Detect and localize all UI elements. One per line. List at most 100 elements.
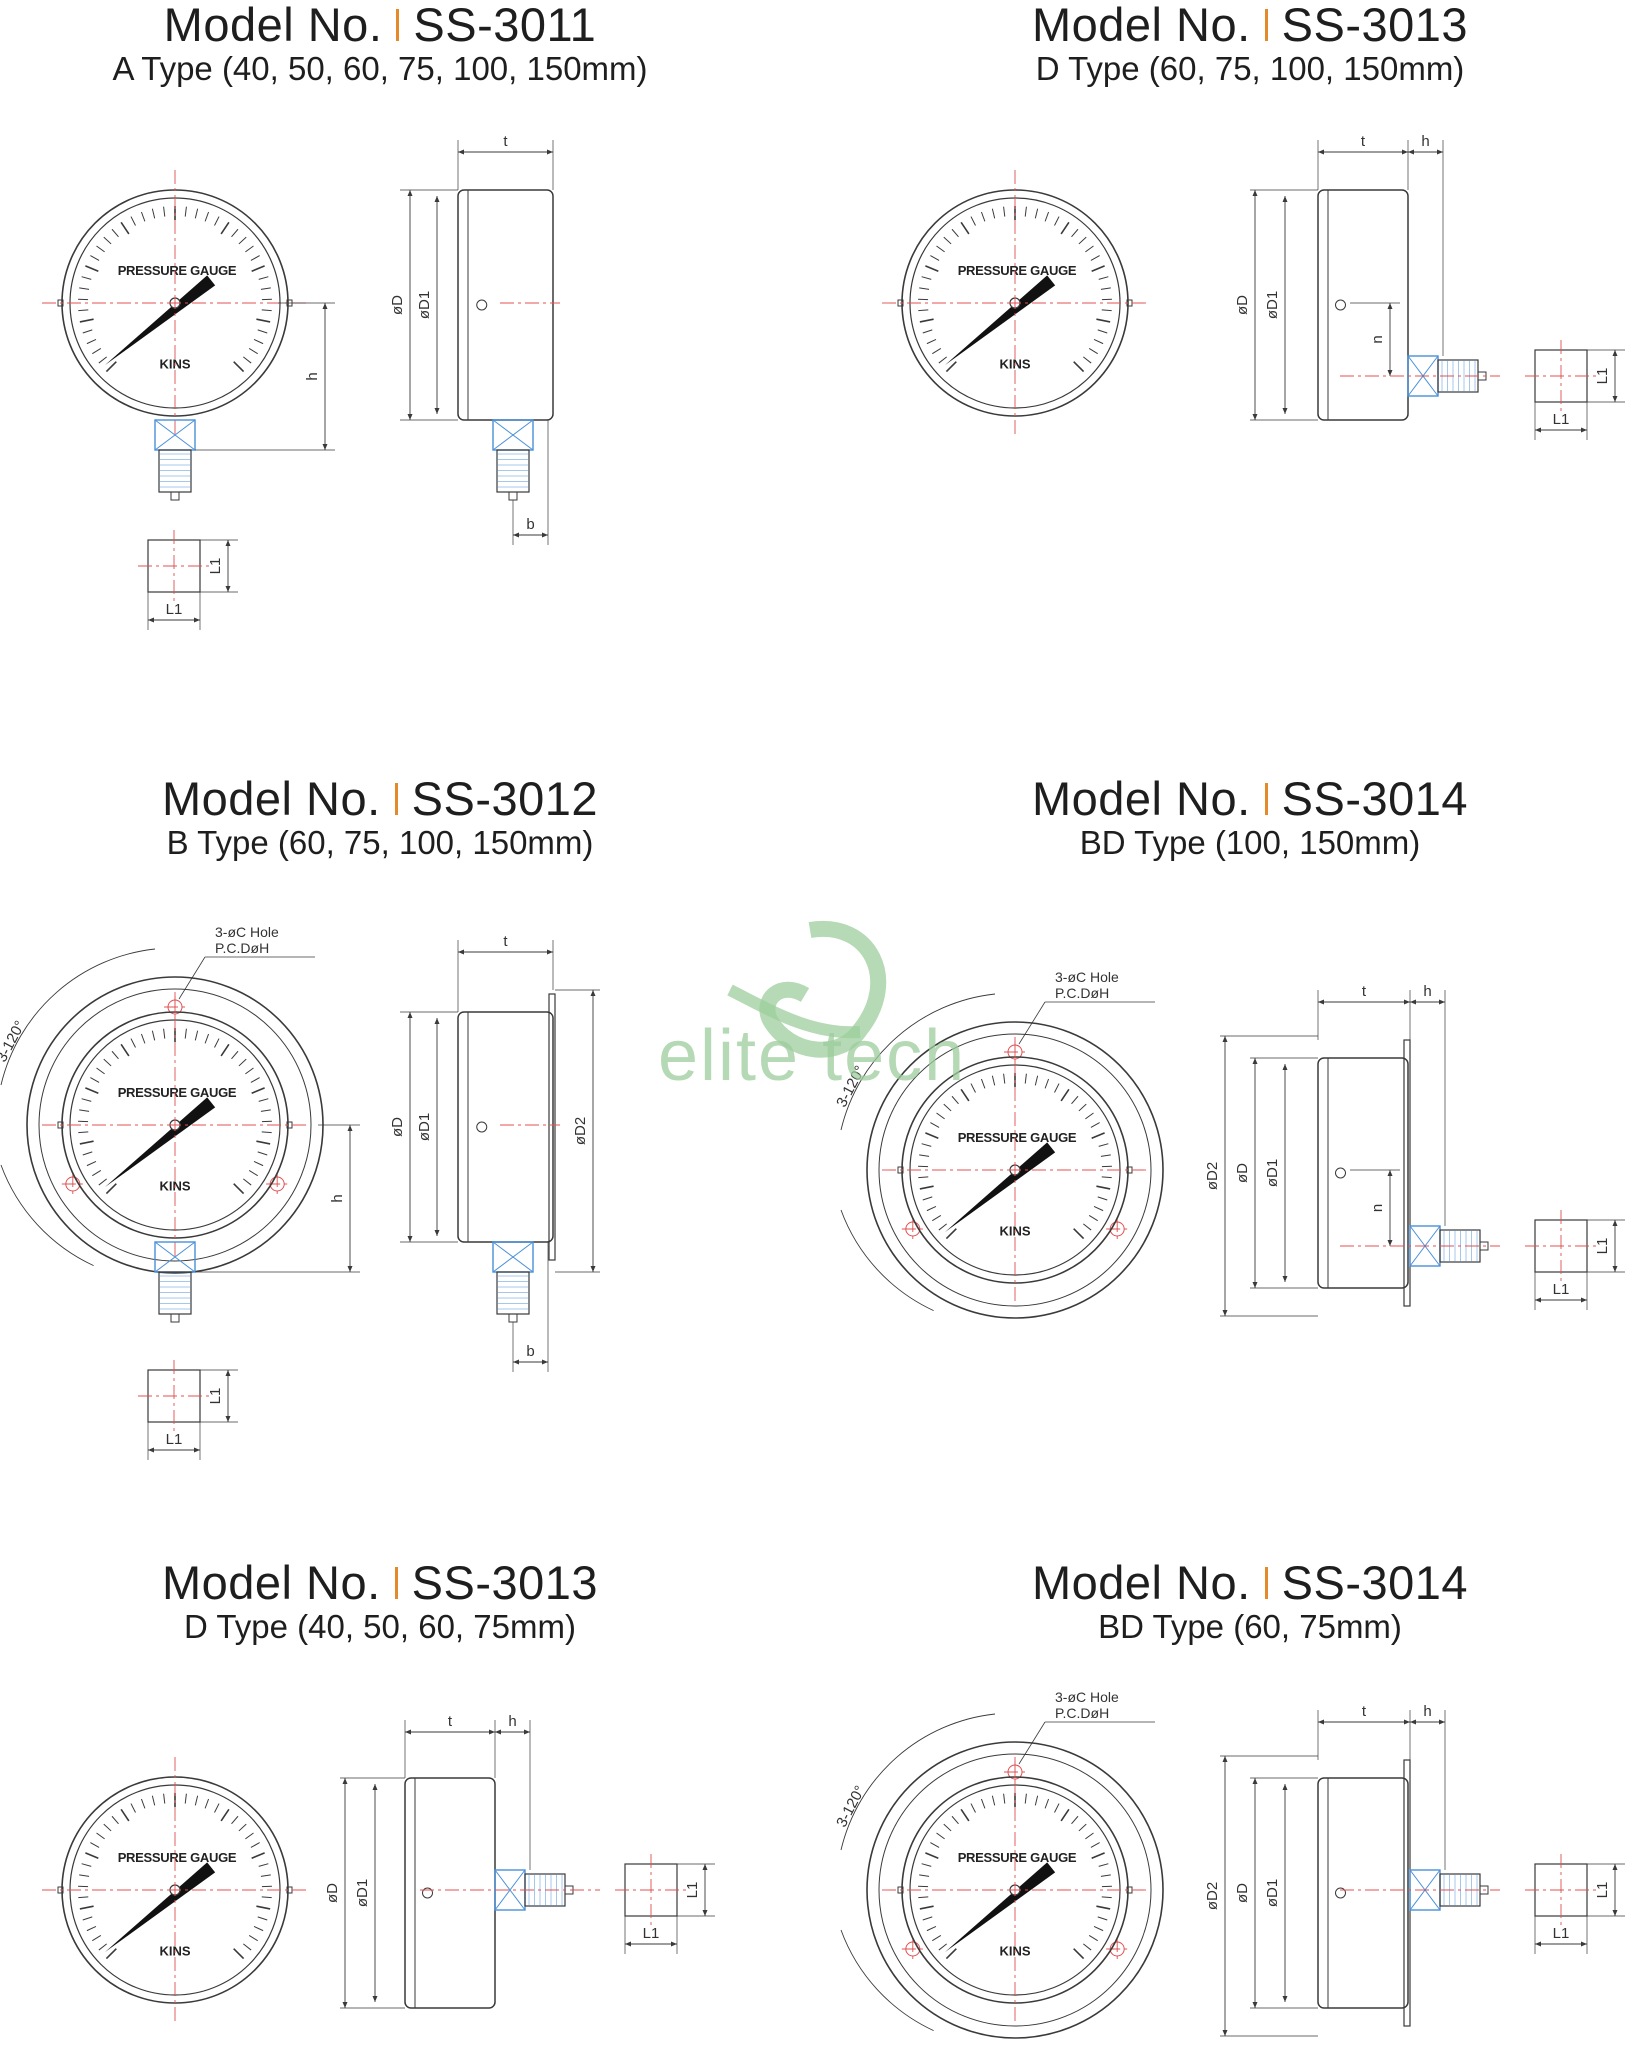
arrow-head xyxy=(1252,1058,1258,1064)
watermark-leaf-icon xyxy=(727,920,887,1058)
arrow-head xyxy=(194,617,200,623)
hole-label: 3-øC Hole xyxy=(1055,969,1119,985)
scale-tick xyxy=(1088,1935,1098,1942)
mounting-flange xyxy=(548,993,556,1261)
arrow-head xyxy=(1535,1941,1541,1947)
scale-tick xyxy=(103,236,112,245)
scale-tick xyxy=(1096,318,1111,323)
scale-tick xyxy=(925,1852,939,1859)
scale-tick xyxy=(932,348,942,355)
scale-tick xyxy=(258,1098,269,1102)
arrow-head xyxy=(1612,396,1618,402)
scale-tick xyxy=(1097,1196,1108,1201)
hex-mark xyxy=(492,419,534,451)
arrow-head xyxy=(547,149,553,155)
arrow-head xyxy=(1387,1240,1393,1246)
scale-tick xyxy=(256,1140,271,1145)
scale-tick xyxy=(243,356,252,364)
scale-tick xyxy=(1090,1842,1100,1848)
scale-tick xyxy=(81,1863,92,1867)
scale-tick xyxy=(951,1815,959,1825)
scale-tick xyxy=(120,221,130,235)
dimension-label: L1 xyxy=(1594,1882,1611,1899)
scale-tick xyxy=(1101,1176,1112,1179)
arrow-head xyxy=(347,1125,353,1131)
scale-tick xyxy=(925,265,939,272)
arrow-head xyxy=(407,414,413,420)
scale-tick xyxy=(980,1798,986,1809)
arrow-head xyxy=(405,1729,411,1735)
dimension-label: L1 xyxy=(207,558,224,575)
arrow-head xyxy=(434,408,440,414)
scale-tick xyxy=(930,1842,940,1848)
arrow-head xyxy=(513,1359,519,1365)
scale-tick xyxy=(1088,1215,1098,1222)
scale-tick xyxy=(233,361,245,373)
dimension-label: øD2 xyxy=(572,1117,589,1145)
scale-tick xyxy=(938,1943,947,1951)
case-body xyxy=(457,189,554,421)
scale-tick xyxy=(130,1803,136,1813)
model-label: Model No. xyxy=(1031,1556,1251,1609)
scale-tick xyxy=(1078,1103,1087,1112)
scale-tick xyxy=(980,1078,986,1089)
scale-tick xyxy=(81,276,92,280)
thread-body xyxy=(158,1271,192,1315)
thread-body xyxy=(496,449,530,493)
scale-tick xyxy=(85,1852,99,1859)
scale-tick xyxy=(238,236,247,245)
scale-tick xyxy=(82,1151,93,1156)
scale-tick xyxy=(233,1948,245,1960)
arrow-head xyxy=(671,1941,677,1947)
scale-tick xyxy=(248,1935,258,1942)
scale-tick xyxy=(79,287,90,290)
scale-tick xyxy=(220,221,230,235)
case-body xyxy=(404,1777,496,2009)
arrow-head xyxy=(434,196,440,202)
scale-tick xyxy=(78,309,89,312)
scale-tick xyxy=(1098,276,1109,280)
arrow-head xyxy=(342,1778,348,1784)
scale-tick xyxy=(204,211,210,222)
scale-tick xyxy=(918,309,929,312)
arrow-head xyxy=(489,1729,495,1735)
dimension-label: øD1 xyxy=(416,1113,433,1141)
scale-tick xyxy=(214,216,220,226)
scale-tick xyxy=(260,1874,271,1877)
scale-tick xyxy=(936,1112,945,1120)
scale-tick xyxy=(79,1905,94,1910)
scale-tick xyxy=(250,1077,260,1083)
scale-tick xyxy=(130,1038,136,1048)
scale-tick xyxy=(79,1109,90,1112)
arrow-head xyxy=(1387,370,1393,376)
scale-tick xyxy=(257,1916,268,1921)
scale-tick xyxy=(1101,309,1112,312)
case-body xyxy=(1317,1057,1409,1289)
pcd-label: P.C.DøH xyxy=(215,940,269,956)
dimension-label: øD xyxy=(1234,1883,1251,1903)
gauge-title: PRESSURE GAUGE xyxy=(958,263,1077,278)
panel-heading-ss-3011: Model No.SS-3011 A Type (40, 50, 60, 75,… xyxy=(90,0,670,88)
separator-bar xyxy=(1264,782,1268,815)
angle-arc xyxy=(840,1929,934,2032)
angle-label: 3-120° xyxy=(833,1783,869,1830)
orifice xyxy=(170,491,180,501)
scale-tick xyxy=(926,1925,937,1932)
arrow-head xyxy=(407,190,413,196)
scale-tick xyxy=(261,1131,272,1134)
arrow-head xyxy=(1410,1719,1416,1725)
dimension-label: h xyxy=(1423,983,1431,1000)
dimension-label: øD2 xyxy=(1204,1162,1221,1190)
model-number: SS-3013 xyxy=(411,1556,599,1609)
dimension-label: øD xyxy=(324,1883,341,1903)
arrow-head xyxy=(1410,999,1416,1005)
scale-tick xyxy=(130,216,136,226)
scale-tick xyxy=(1078,1823,1087,1832)
scale-tick xyxy=(103,1823,112,1832)
scale-tick xyxy=(1078,236,1087,245)
gauge-title: PRESSURE GAUGE xyxy=(118,1085,237,1100)
scale-tick xyxy=(919,1874,930,1877)
